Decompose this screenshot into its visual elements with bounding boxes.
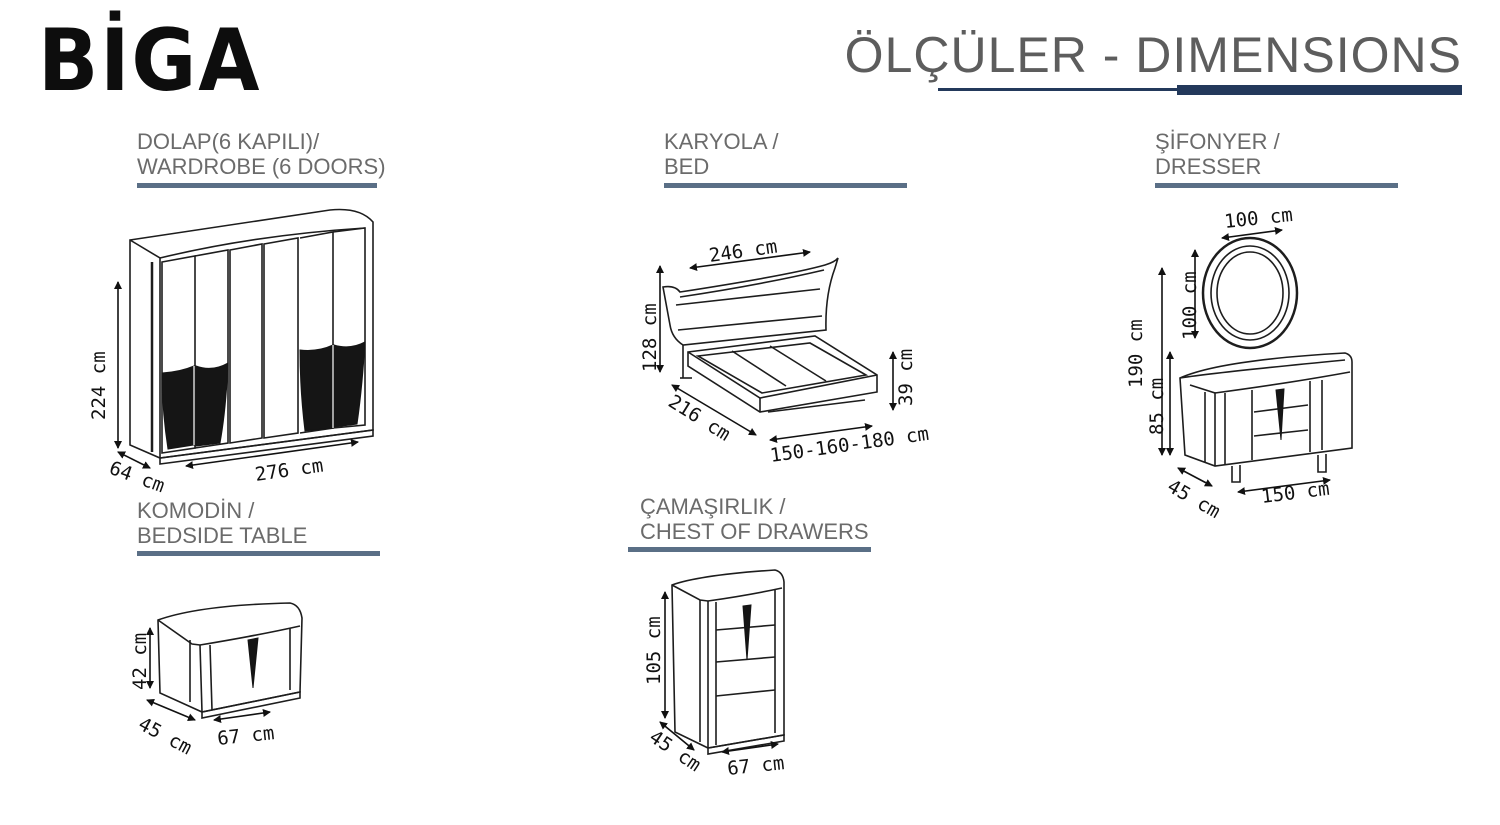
chest-title: ÇAMAŞIRLIK / CHEST OF DRAWERS [640, 494, 869, 544]
dresser-title-rule [1155, 183, 1398, 188]
bed-head-height-label: 128 cm [639, 303, 661, 372]
wardrobe-depth-label: 64 cm [106, 457, 167, 497]
dresser-title-tr: ŞİFONYER / [1155, 129, 1280, 154]
dresser-mirror-width-label: 100 cm [1223, 204, 1294, 233]
bedside-title-tr: KOMODİN / [137, 498, 255, 523]
wardrobe-title-rule [137, 183, 377, 188]
bed-title-en: BED [664, 154, 710, 179]
dresser-title: ŞİFONYER / DRESSER [1155, 129, 1280, 179]
wardrobe-height-label: 224 cm [88, 351, 110, 420]
bed-drawing: 246 cm 128 cm 39 cm 216 cm 150-160-180 c… [639, 236, 930, 467]
brand-logo: BİGA [38, 11, 262, 111]
bed-length-label: 216 cm [664, 391, 734, 446]
dresser-drawing: 100 cm 100 cm 190 cm 85 cm 45 cm 150 cm [1125, 204, 1353, 523]
chest-width-label: 67 cm [726, 752, 785, 780]
wardrobe-title: DOLAP(6 KAPILI)/ WARDROBE (6 DOORS) [137, 129, 386, 179]
bed-width-label: 246 cm [708, 236, 779, 267]
chest-height-label: 105 cm [643, 616, 665, 685]
page-heading: ÖLÇÜLER - DIMENSIONS [844, 27, 1462, 83]
dresser-title-en: DRESSER [1155, 154, 1262, 179]
bedside-title: KOMODİN / BEDSIDE TABLE [137, 498, 307, 548]
chest-title-tr: ÇAMAŞIRLIK / [640, 494, 786, 519]
bed-title-rule [664, 183, 907, 188]
dresser-height-label: 85 cm [1146, 378, 1168, 435]
wardrobe-title-en: WARDROBE (6 DOORS) [137, 154, 386, 179]
bed-title: KARYOLA / BED [664, 129, 779, 179]
bedside-title-en: BEDSIDE TABLE [137, 523, 308, 548]
chest-title-rule [628, 547, 871, 552]
dresser-total-height-label: 190 cm [1125, 319, 1147, 388]
wardrobe-width-label: 276 cm [254, 455, 325, 486]
dresser-mirror-height-label: 100 cm [1179, 271, 1201, 340]
bedside-width-label: 67 cm [216, 722, 275, 750]
bedside-title-rule [137, 551, 380, 556]
bedside-height-label: 42 cm [129, 633, 151, 690]
bed-title-tr: KARYOLA / [664, 129, 779, 154]
chest-drawing: 105 cm 45 cm 67 cm [643, 569, 785, 780]
bedside-depth-label: 45 cm [135, 713, 196, 759]
dresser-width-label: 150 cm [1260, 478, 1331, 508]
dresser-depth-label: 45 cm [1164, 475, 1225, 523]
bedside-drawing: 42 cm 45 cm 67 cm [129, 602, 303, 759]
wardrobe-title-tr: DOLAP(6 KAPILI)/ [137, 129, 320, 154]
bed-frame-height-label: 39 cm [895, 349, 917, 406]
wardrobe-drawing: 224 cm 64 cm 276 cm [88, 208, 374, 497]
heading-underline-accent [1177, 85, 1462, 95]
chest-title-en: CHEST OF DRAWERS [640, 519, 869, 544]
